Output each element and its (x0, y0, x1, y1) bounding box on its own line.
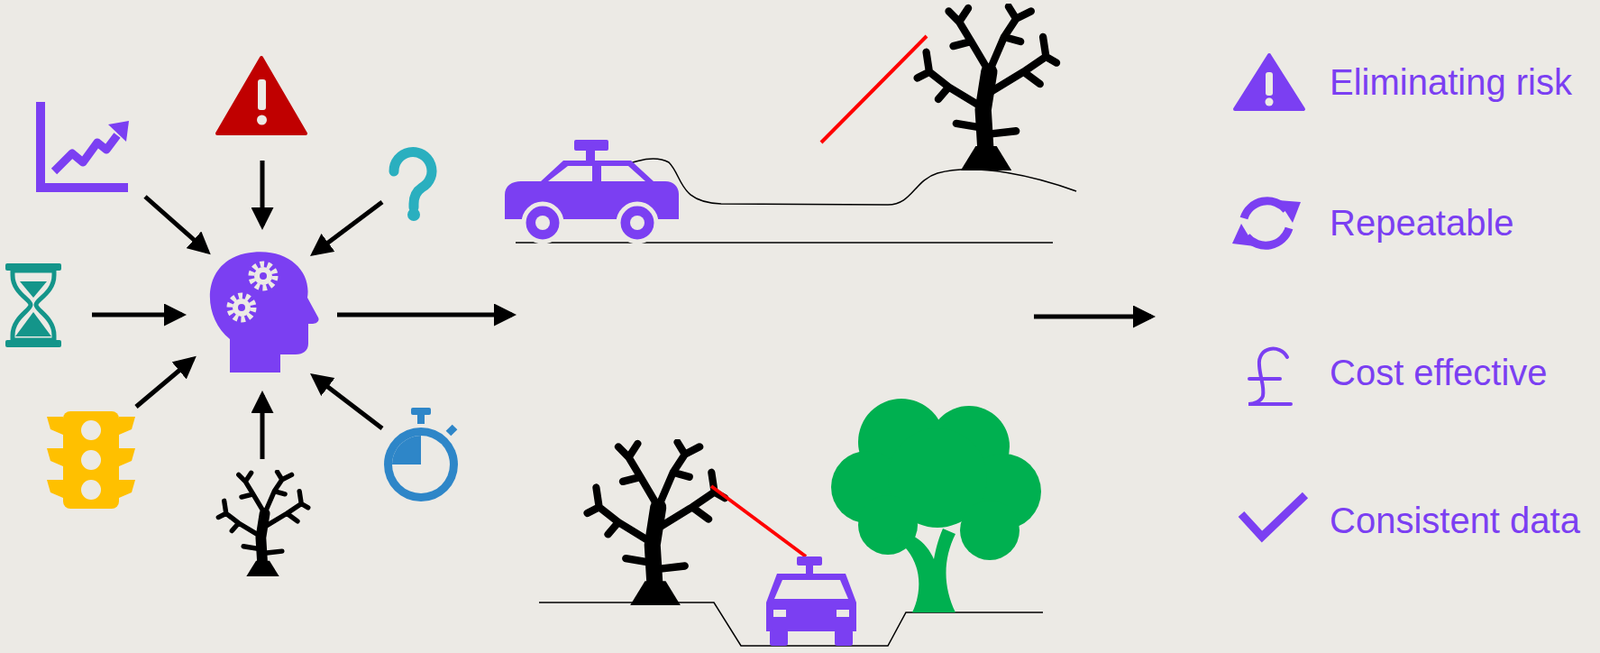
warning-icon (217, 57, 306, 134)
top-scene (917, 6, 1057, 171)
traffic-light-icon (81, 449, 101, 470)
pound-icon (1249, 376, 1280, 381)
chart-icon (54, 135, 118, 172)
bottom-scene (896, 528, 956, 613)
traffic-light-icon (46, 416, 64, 435)
bottom-scene (960, 500, 1020, 560)
top-scene (601, 165, 646, 182)
bottom-scene (773, 609, 787, 617)
bottom-scene (587, 441, 726, 605)
pound-icon (1248, 348, 1291, 404)
head-icon (259, 272, 267, 280)
hourglass-icon (19, 281, 47, 298)
question-icon (407, 208, 421, 221)
repeat-icon (1232, 223, 1255, 247)
traffic-light-icon (46, 479, 64, 498)
bottom-scene (766, 556, 857, 646)
flow-arrow (260, 394, 266, 459)
top-scene (504, 139, 679, 242)
warning-icon (1234, 54, 1304, 110)
head-icon (210, 251, 320, 373)
bottom-scene (834, 629, 853, 646)
stopwatch-icon (446, 424, 458, 437)
repeat-icon (1232, 200, 1301, 247)
hourglass-icon (5, 263, 62, 348)
traffic-light-icon (63, 411, 119, 509)
warning-icon (217, 57, 306, 134)
top-scene (523, 203, 562, 242)
repeat-icon (1243, 201, 1287, 219)
top-scene (548, 165, 593, 182)
warning-icon (1234, 54, 1304, 110)
traffic-light-icon (46, 411, 136, 509)
stopwatch-icon (384, 407, 458, 502)
top-scene (585, 149, 595, 161)
traffic-light-icon (81, 479, 101, 500)
question-icon (393, 152, 432, 208)
chart-icon (108, 120, 129, 142)
flow-arrow (91, 312, 183, 318)
traffic-light-icon (118, 416, 136, 435)
stopwatch-icon (417, 412, 425, 424)
benefit-label: Cost effective (1329, 351, 1548, 394)
head-icon (237, 303, 246, 311)
top-scene (504, 6, 1077, 243)
question-icon (393, 152, 432, 221)
bottom-scene (711, 485, 806, 557)
top-scene (618, 203, 657, 242)
benefit-label: Consistent data (1329, 499, 1581, 541)
traffic-light-icon (46, 448, 64, 467)
bottom-scene (805, 564, 814, 574)
bottom-scene (796, 556, 823, 566)
benefit-label: Eliminating risk (1329, 61, 1573, 103)
warning-icon (1265, 72, 1273, 96)
flow-arrow (337, 312, 512, 318)
dead-tree-icon (218, 471, 309, 576)
warning-icon (256, 115, 267, 126)
top-scene (515, 241, 1053, 244)
top-scene (535, 215, 550, 230)
pound-icon (1248, 348, 1291, 404)
chart-icon (40, 101, 129, 188)
flow-arrow (313, 201, 383, 254)
head-icon (232, 298, 251, 317)
check-icon (1241, 494, 1306, 537)
traffic-light-icon (81, 420, 101, 440)
top-scene (821, 36, 927, 143)
head-icon (210, 251, 320, 373)
stopwatch-icon (384, 427, 458, 502)
top-scene (574, 139, 609, 151)
repeat-icon (1246, 228, 1290, 246)
warning-icon (257, 79, 266, 110)
hourglass-icon (15, 311, 52, 337)
hourglass-icon (12, 270, 55, 340)
bottom-scene (766, 573, 857, 631)
bottom-scene (769, 629, 788, 646)
check-icon (1241, 494, 1306, 537)
stopwatch-icon (392, 435, 450, 494)
warning-icon (1265, 98, 1274, 107)
flow-arrow (260, 160, 266, 226)
chart-icon (40, 101, 128, 188)
flow-arrow (145, 196, 208, 252)
top-scene (630, 215, 645, 230)
flow-arrow (136, 358, 193, 407)
bottom-scene (539, 398, 1043, 646)
flow-arrow (1033, 314, 1152, 320)
bottom-scene (774, 579, 849, 599)
bottom-scene (836, 609, 850, 617)
head-icon (251, 264, 275, 288)
bottom-scene (831, 398, 1042, 613)
head-icon (229, 295, 254, 320)
traffic-light-icon (118, 448, 136, 467)
head-icon (254, 266, 273, 285)
stopwatch-icon (392, 435, 421, 465)
flow-arrow (313, 375, 383, 429)
benefit-label: Repeatable (1329, 201, 1515, 244)
traffic-light-icon (118, 479, 136, 498)
repeat-icon (1278, 200, 1301, 223)
